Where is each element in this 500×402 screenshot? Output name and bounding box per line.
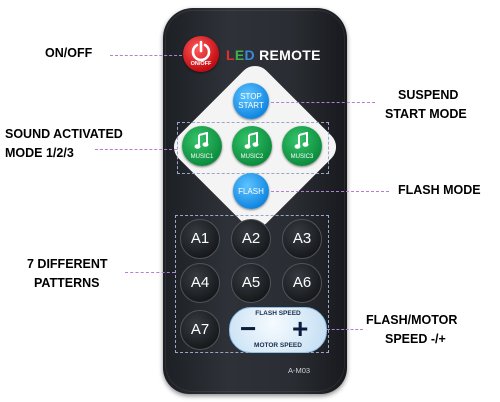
flash-button[interactable]: FLASH (233, 173, 269, 209)
leader-onoff (110, 55, 182, 56)
callout-sound-line2: MODE 1/2/3 (5, 146, 74, 160)
pattern-a2-button[interactable]: A2 (231, 219, 271, 259)
power-button-label: ON/OFF (190, 61, 212, 67)
callout-onoff: ON/OFF (45, 46, 93, 60)
start-label: START (238, 101, 264, 110)
pattern-a6-button[interactable]: A6 (282, 263, 322, 303)
music-note-icon (244, 132, 259, 149)
flash-speed-label: FLASH SPEED (255, 310, 301, 317)
music1-button[interactable]: MUSIC1 (182, 126, 222, 166)
brand-letter-e: E (234, 47, 245, 63)
pattern-a4-button[interactable]: A4 (180, 263, 220, 303)
pattern-a5-button[interactable]: A5 (231, 263, 271, 303)
callout-suspend-line2: START MODE (385, 107, 467, 121)
callout-speed-line1: FLASH/MOTOR (366, 313, 458, 327)
model-label: A-M03 (288, 366, 311, 375)
callout-suspend-line1: SUSPEND (398, 88, 459, 102)
leader-sound (95, 149, 177, 150)
brand-letter-l: L (226, 47, 235, 63)
pattern-a3-button[interactable]: A3 (282, 219, 322, 259)
speed-minus-button[interactable]: − (240, 313, 257, 344)
leader-patterns (125, 272, 175, 273)
brand-letter-d: D (244, 47, 255, 63)
music3-button[interactable]: MUSIC3 (282, 126, 322, 166)
stop-label: STOP (240, 92, 262, 101)
leader-speed (327, 329, 363, 330)
music2-label: MUSIC2 (240, 154, 264, 160)
music3-label: MUSIC3 (290, 154, 314, 160)
leader-suspend (271, 102, 375, 103)
music-note-icon (194, 132, 209, 149)
flash-label: FLASH (238, 187, 264, 196)
speed-rocker: FLASH SPEED − + MOTOR SPEED (229, 307, 327, 353)
music-note-icon (294, 132, 309, 149)
power-button[interactable]: ON/OFF (183, 36, 219, 72)
pattern-a1-button[interactable]: A1 (180, 219, 220, 259)
music1-label: MUSIC1 (190, 154, 214, 160)
music2-button[interactable]: MUSIC2 (232, 126, 272, 166)
pattern-a7-button[interactable]: A7 (180, 310, 220, 350)
remote-edge-highlight (165, 10, 345, 392)
brand-rest: REMOTE (254, 47, 321, 63)
callout-patterns-line2: PATTERNS (34, 276, 100, 290)
leader-flash (271, 191, 389, 192)
power-icon (191, 40, 211, 62)
callout-patterns-line1: 7 DIFFERENT (27, 257, 108, 271)
stop-start-button[interactable]: STOP START (233, 83, 269, 119)
speed-plus-button[interactable]: + (292, 313, 309, 344)
callout-speed-line2: SPEED -/+ (385, 332, 446, 346)
brand-title: LED REMOTE (226, 47, 321, 63)
callout-flash-mode: FLASH MODE (398, 183, 481, 197)
callout-sound-line1: SOUND ACTIVATED (5, 127, 123, 141)
motor-speed-label: MOTOR SPEED (254, 342, 302, 349)
